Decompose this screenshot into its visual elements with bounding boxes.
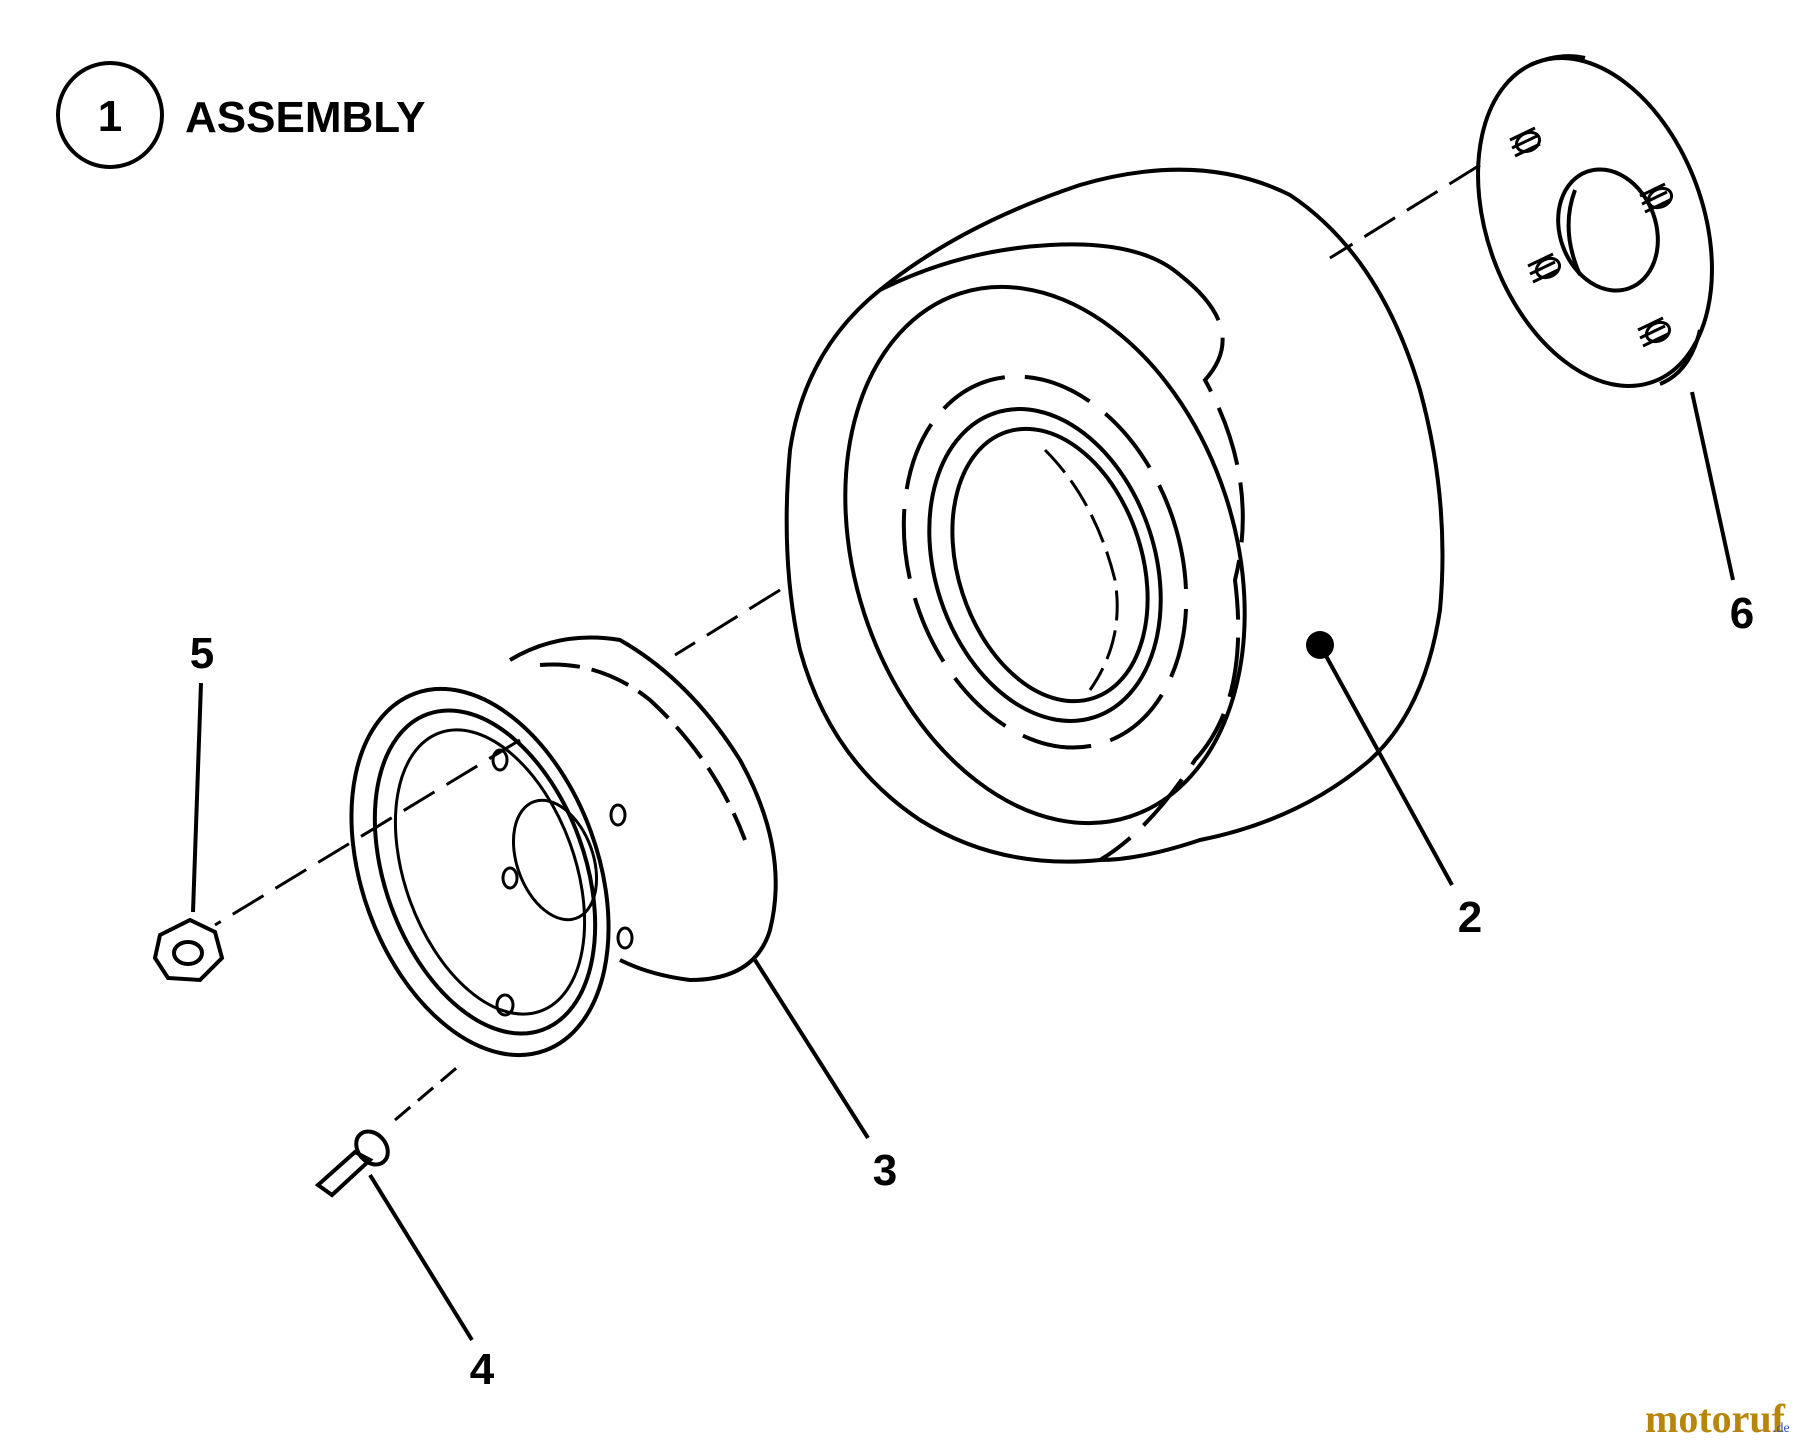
stud-bottom: [1637, 316, 1672, 348]
rim-front-flange: [349, 686, 611, 1058]
lug-nut-bore: [172, 940, 204, 966]
watermark: motoruf .de: [1645, 1396, 1790, 1441]
lug-nut-hex: [152, 917, 225, 983]
hub-plate-edge: [1529, 54, 1586, 67]
tire-sidewall: [843, 284, 1247, 826]
rim-front-bead: [393, 728, 587, 1016]
valve-stem-base: [354, 1129, 390, 1167]
stud-top-left: [1509, 126, 1542, 158]
rim-front-flange-inner: [372, 708, 598, 1036]
wheel-rim: [349, 635, 778, 1058]
callout-5: 5: [190, 629, 214, 678]
tire-bore: [950, 426, 1150, 704]
axis-segment-rim: [214, 738, 521, 927]
leader-line-4: [368, 1173, 474, 1342]
callout-2: 2: [1458, 893, 1482, 942]
callout-4: 4: [470, 1345, 495, 1394]
leader-line-5: [191, 682, 203, 913]
tire-tread-top: [879, 242, 1182, 292]
lug-nut: [152, 917, 225, 983]
tire-bead-inner: [927, 407, 1163, 723]
valve-stem: [314, 1063, 461, 1198]
assembly-axis: [214, 163, 1481, 927]
rim-valve-hole: [495, 993, 515, 1017]
hub-studs: [1509, 126, 1674, 348]
hub-plate: [1476, 54, 1714, 388]
axis-segment-tire: [674, 588, 781, 657]
rim-bolt-hole: [609, 803, 627, 827]
callout-6: 6: [1730, 589, 1754, 638]
hub-plate-bore: [1556, 167, 1660, 293]
assembly-badge-number: 1: [98, 92, 122, 141]
assembly-title: ASSEMBLY: [185, 93, 425, 142]
hub-plate-face: [1476, 56, 1714, 388]
rim-back-outline: [508, 635, 778, 983]
hub-plate-bore-rim: [1566, 189, 1582, 276]
leader-line-2: [1318, 644, 1454, 886]
callouts: 2 3 4 5 6: [190, 589, 1754, 1394]
tire-inner-edge: [1043, 448, 1119, 691]
rim-bolt-hole: [616, 926, 634, 950]
callout-3: 3: [873, 1146, 897, 1195]
tire-bead-outer: [901, 374, 1189, 750]
assembly-badge-circle: [56, 61, 164, 169]
rim-center-bore: [511, 798, 599, 922]
hub-plate-edge-lower: [1659, 329, 1702, 386]
watermark-suffix: .de: [1773, 1421, 1790, 1436]
tire-shoulder: [1098, 273, 1245, 862]
assembly-header: 1 ASSEMBLY: [56, 61, 425, 169]
stud-right: [1639, 182, 1674, 214]
valve-stem-body: [314, 1149, 374, 1198]
tire: [784, 167, 1445, 864]
rim-bolt-hole: [491, 748, 509, 772]
watermark-text: motoruf: [1645, 1396, 1786, 1441]
rim-bolt-hole: [501, 866, 519, 890]
leader-line-3: [753, 958, 870, 1140]
axis-segment-hub: [1329, 163, 1481, 260]
rim-back-flange: [539, 662, 747, 841]
leader-lines: [191, 391, 1735, 1342]
stud-left: [1527, 252, 1562, 284]
rim-bolt-holes: [491, 748, 634, 950]
leader-line-6: [1690, 391, 1735, 581]
tire-outer-silhouette: [784, 167, 1445, 864]
